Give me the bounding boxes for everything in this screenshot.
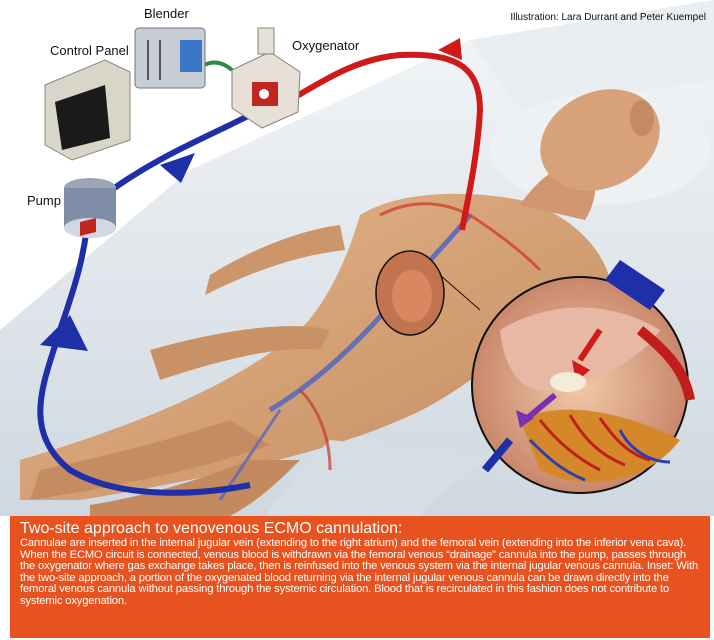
ecmo-illustration: Blender Control Panel Oxygenator Pump Il… <box>0 0 714 516</box>
pump <box>64 178 116 238</box>
ear <box>630 100 654 136</box>
caption-title: Two-site approach to venovenous ECMO can… <box>20 520 704 538</box>
oxygenator-label: Oxygenator <box>292 38 359 53</box>
ecmo-diagram-graphic <box>0 0 714 516</box>
blender <box>135 28 205 88</box>
caption-body: Cannulae are inserted in the internal ju… <box>20 538 704 608</box>
illustration-credit: Illustration: Lara Durrant and Peter Kue… <box>510 12 706 23</box>
control-panel-label: Control Panel <box>50 43 129 58</box>
blender-label: Blender <box>144 6 189 21</box>
caption-box: Two-site approach to venovenous ECMO can… <box>10 516 710 638</box>
heart <box>392 270 432 322</box>
pump-label: Pump <box>27 193 61 208</box>
